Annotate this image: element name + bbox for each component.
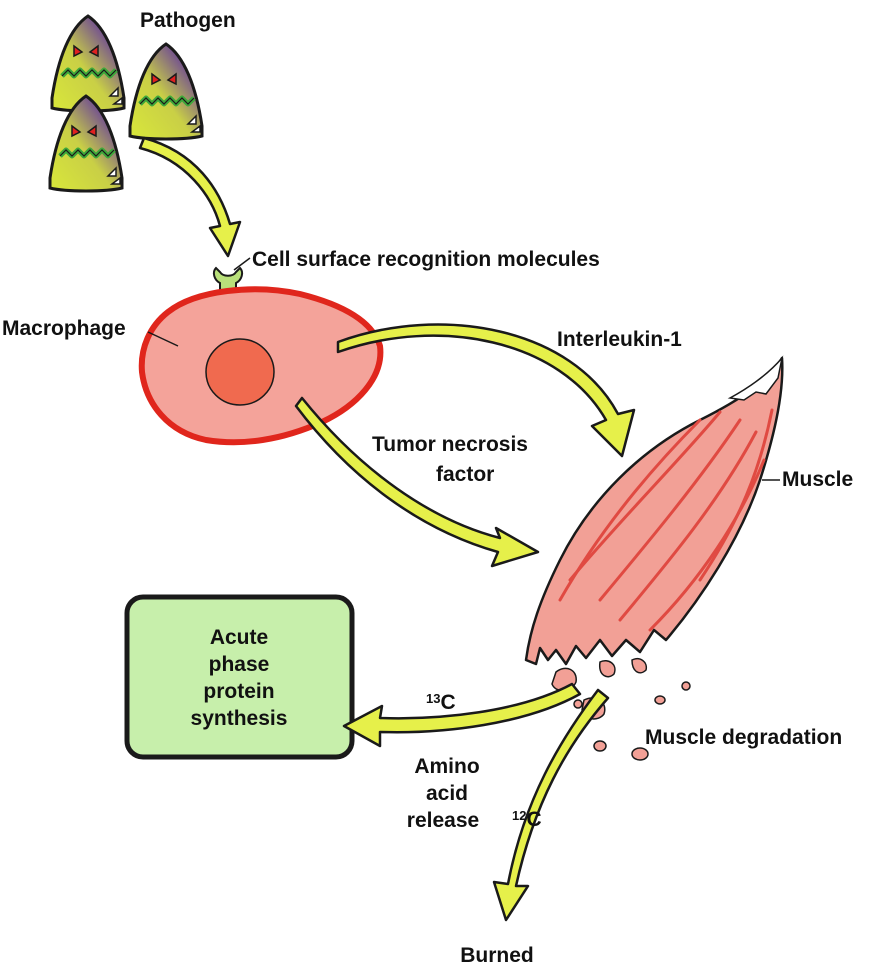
c12-superscript: 12: [512, 808, 526, 823]
box-line-2: phase: [209, 653, 270, 676]
acute-phase-box: [124, 594, 355, 760]
amino-line-1: Amino: [414, 755, 479, 778]
burned-label: Burned: [460, 944, 534, 967]
amino-line-2: acid: [426, 782, 468, 805]
cell-surface-label: Cell surface recognition molecules: [252, 248, 600, 271]
box-line-3: protein: [203, 680, 274, 703]
muscle-tissue: [524, 355, 784, 761]
pathogen-label: Pathogen: [140, 9, 236, 32]
muscle-label: Muscle: [782, 468, 853, 491]
macrophage-cell: [138, 286, 384, 446]
box-line-1: Acute: [210, 626, 268, 649]
arrow-13c: [342, 682, 582, 748]
c13-label: C: [440, 691, 455, 714]
c13-superscript: 13: [426, 691, 440, 706]
tnf-label-line2: factor: [436, 463, 494, 486]
macrophage-label: Macrophage: [2, 317, 126, 340]
tnf-label-line1: Tumor necrosis: [372, 433, 528, 456]
svg-text:13C: 13C: [426, 691, 456, 714]
c12-label: C: [526, 808, 541, 831]
amino-line-3: release: [407, 809, 479, 832]
box-line-4: synthesis: [191, 707, 288, 730]
interleukin-label: Interleukin-1: [557, 328, 682, 351]
svg-text:12C: 12C: [512, 808, 542, 831]
arrow-tnf: [294, 396, 540, 568]
arrow-12c: [492, 688, 610, 922]
muscle-degradation-label: Muscle degradation: [645, 726, 842, 749]
arrow-pathogen-to-receptor: [138, 136, 242, 258]
arrow-interleukin: [336, 323, 636, 458]
